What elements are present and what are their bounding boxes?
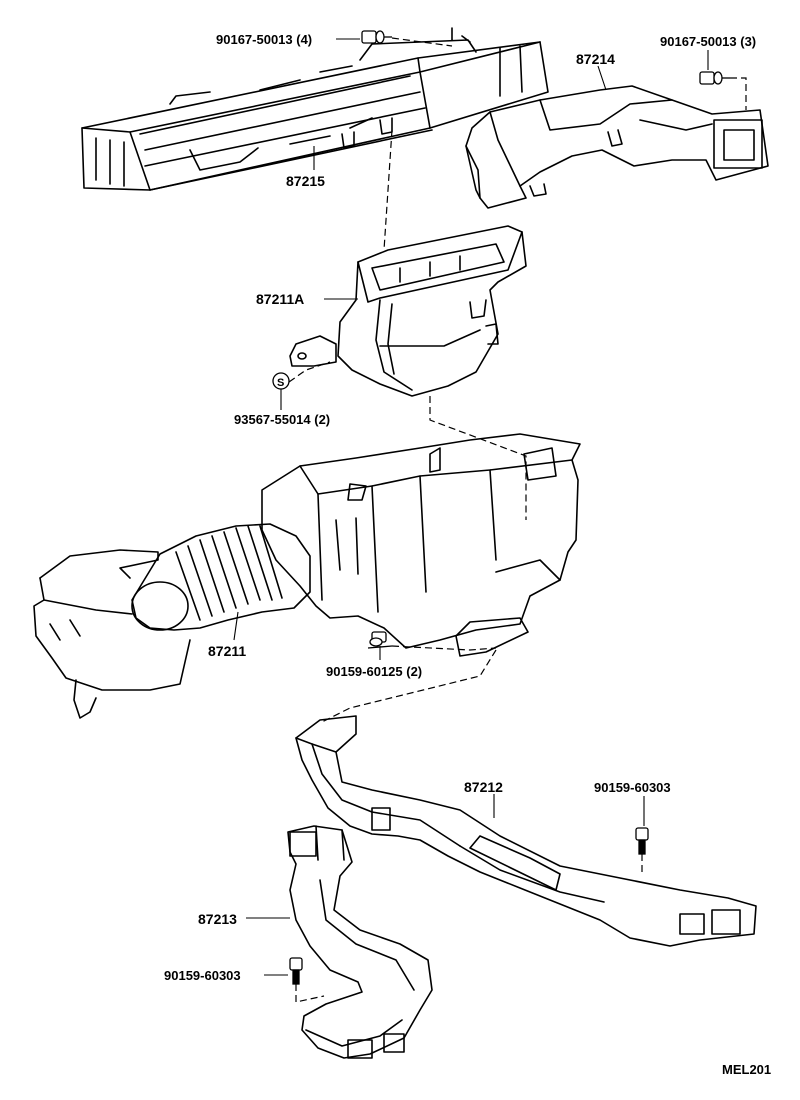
bolt-90167-50013-right-icon [699,71,730,85]
label-nut-93567-55014: 93567-55014 (2) [234,412,330,427]
figure-code: MEL201 [722,1062,771,1077]
label-bolt-90159-60303-right: 90159-60303 [594,780,671,795]
duct-87212 [295,715,757,947]
label-duct-87212: 87212 [464,779,503,795]
duct-87215 [81,27,549,191]
label-duct-87211A: 87211A [256,291,304,307]
bolt-90159-60303-left-icon [289,957,303,985]
duct-87213 [287,825,433,1059]
duct-87214 [465,85,769,209]
label-bolt-90167-50013-left: 90167-50013 (4) [216,32,312,47]
label-duct-87214: 87214 [576,51,615,67]
label-bolt-90159-60303-left: 90159-60303 [164,968,241,983]
label-duct-87215: 87215 [286,173,325,189]
screw-90159-60125-icon [367,631,393,649]
blower-87211 [33,433,581,719]
label-screw-90159-60125: 90159-60125 (2) [326,664,422,679]
nut-93567-55014-icon: S [272,372,290,390]
bolt-90167-50013-left-icon [361,30,392,44]
label-bolt-90167-50013-right: 90167-50013 (3) [660,34,756,49]
label-blower-87211: 87211 [208,643,246,659]
leader-lines [233,38,709,976]
label-duct-87213: 87213 [198,911,237,927]
duct-87211A [289,225,527,397]
assembly-guide-lines [288,37,747,1003]
nut-symbol: S [277,377,284,389]
bolt-90159-60303-right-icon [635,827,649,855]
